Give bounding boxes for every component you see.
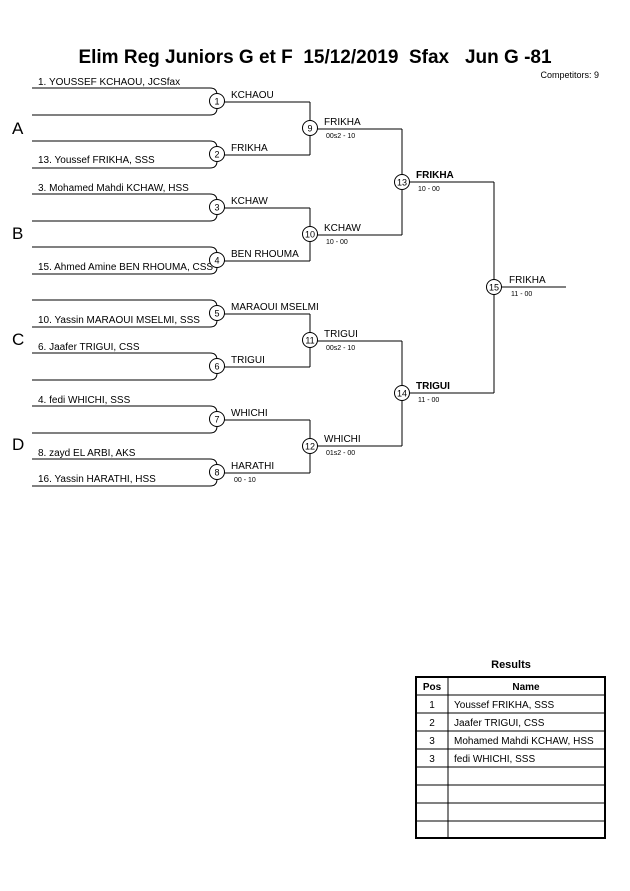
svg-text:5: 5 [214,309,219,319]
match-score: 11 - 00 [418,397,439,404]
match-winner: TRIGUI [231,355,265,366]
svg-text:9: 9 [307,124,312,134]
entrant-name: 4. fedi WHICHI, SSS [38,395,131,406]
results-title: Results [491,659,531,671]
pool-label-c: C [12,330,24,349]
entrant-name: 13. Youssef FRIKHA, SSS [38,155,155,166]
round1-results: KCHAOU FRIKHA KCHAW BEN RHOUMA MARAOUI M… [231,90,319,484]
pool-label-b: B [12,224,23,243]
round3-results: FRIKHA 10 - 00 TRIGUI 11 - 00 [416,170,454,404]
match-winner: KCHAW [231,196,268,207]
match-winner: TRIGUI [416,381,450,392]
entrant-name: 15. Ahmed Amine BEN RHOUMA, CSS [38,262,213,273]
result-name: Youssef FRIKHA, SSS [454,700,555,711]
result-name: Mohamed Mahdi KCHAW, HSS [454,736,594,747]
results-col-name: Name [512,682,540,693]
svg-text:10: 10 [305,230,315,240]
match-winner: FRIKHA [231,143,268,154]
svg-text:4: 4 [214,256,219,266]
result-pos: 3 [429,754,435,765]
svg-text:3: 3 [214,203,219,213]
match-marker: 9 [302,120,318,136]
svg-text:7: 7 [214,415,219,425]
svg-text:15: 15 [489,283,499,293]
result-pos: 2 [429,718,435,729]
pool-label-d: D [12,435,24,454]
match-score: 01s2 - 00 [326,450,355,457]
round2-results: FRIKHA 00s2 - 10 KCHAW 10 - 00 TRIGUI 00… [324,117,361,457]
match-marker: 15 [486,279,502,295]
round2-lines [309,102,402,473]
match-winner: KCHAW [324,223,361,234]
match-winner: WHICHI [324,434,361,445]
match-marker: 7 [209,411,225,427]
svg-text:1: 1 [214,97,219,107]
entrant-name: 1. YOUSSEF KCHAOU, JCSfax [38,77,180,88]
match-winner: FRIKHA [416,170,454,181]
match-winner: TRIGUI [324,329,358,340]
sheet-title: Elim Reg Juniors G et F 15/12/2019 Sfax … [78,47,552,68]
entrant-name: 10. Yassin MARAOUI MSELMI, SSS [38,315,200,326]
match-winner: MARAOUI MSELMI [231,302,319,313]
match-score: 00 - 10 [234,477,256,484]
result-name: Jaafer TRIGUI, CSS [454,718,545,729]
entrant-name: 6. Jaafer TRIGUI, CSS [38,342,140,353]
match-marker: 2 [209,146,225,162]
match-score: 00s2 - 10 [326,345,355,352]
results-table: Pos Name 1 Youssef FRIKHA, SSS 2 Jaafer … [415,676,606,839]
match-score: 00s2 - 10 [326,133,355,140]
svg-text:8: 8 [214,468,219,478]
final-lines [493,182,566,393]
match-winner: HARATHI [231,461,274,472]
result-pos: 1 [429,700,435,711]
pool-label-a: A [12,119,24,138]
entrant-list: 1. YOUSSEF KCHAOU, JCSfax 13. Youssef FR… [38,77,213,485]
match-marker: 13 [394,174,410,190]
result-name: fedi WHICHI, SSS [454,754,535,765]
entrant-name: 16. Yassin HARATHI, HSS [38,474,156,485]
match-score: 11 - 00 [511,291,532,298]
entrant-name: 3. Mohamed Mahdi KCHAW, HSS [38,183,189,194]
results-panel: Results Pos Name 1 Youssef FRIKHA, SSS 2… [415,659,606,839]
match-winner: FRIKHA [324,117,361,128]
entrant-name: 8. zayd EL ARBI, AKS [38,448,136,459]
svg-text:6: 6 [214,362,219,372]
match-marker: 4 [209,252,225,268]
match-marker: 12 [302,438,318,454]
match-winner: WHICHI [231,408,268,419]
match-score: 10 - 00 [418,186,440,193]
match-winner: KCHAOU [231,90,274,101]
match-number-markers: 1 2 3 4 5 6 7 8 9 10 11 12 13 14 15 [209,93,502,480]
match-marker: 8 [209,464,225,480]
round1-lines [32,87,310,487]
match-marker: 3 [209,199,225,215]
match-marker: 5 [209,305,225,321]
match-marker: 1 [209,93,225,109]
match-marker: 11 [302,332,318,348]
svg-text:2: 2 [214,150,219,160]
match-winner: BEN RHOUMA [231,249,299,260]
svg-text:14: 14 [397,389,407,399]
svg-text:12: 12 [305,442,315,452]
result-pos: 3 [429,736,435,747]
final-result: FRIKHA 11 - 00 [509,275,546,298]
match-score: 10 - 00 [326,239,348,246]
competitors-count: Competitors: 9 [540,70,599,80]
svg-text:13: 13 [397,178,407,188]
svg-text:11: 11 [305,336,314,346]
results-col-pos: Pos [423,682,442,693]
match-marker: 6 [209,358,225,374]
match-marker: 14 [394,385,410,401]
champion-name: FRIKHA [509,275,546,286]
match-marker: 10 [302,226,318,242]
